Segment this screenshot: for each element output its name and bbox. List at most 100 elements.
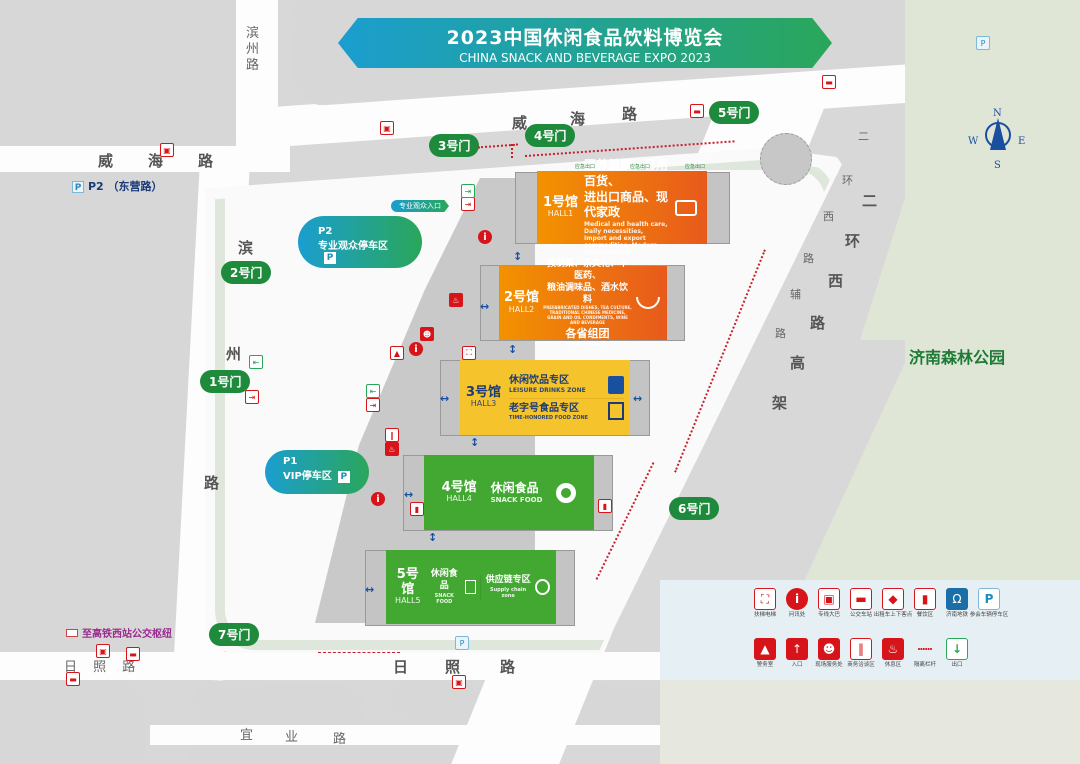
info-icon[interactable]: i (371, 492, 385, 506)
route-south-rail (318, 652, 400, 653)
road-label-binzhou-n1: 滨 (246, 26, 262, 41)
service-icon: ☻ (818, 638, 840, 660)
parking-icon: P (978, 588, 1000, 610)
legend-railing: ┅┅ 隔离栏杆 (900, 638, 950, 669)
gate-3[interactable]: 3号门 (429, 134, 480, 157)
info-icon[interactable]: i (478, 230, 492, 244)
rest-area-icon: ♨ (449, 293, 463, 307)
hall-5-zone-1-cn: 休闲食品 (430, 569, 458, 591)
legend: ⛶ 扶梯电梯 i 问讯处 ▣ 专线大巴 ▬ 公交车站 ◆ 出租车上下客点 ▮ 餐… (740, 588, 1080, 678)
hall-2-sub-en: Provincial cluster (567, 340, 608, 346)
legend-business: ‖ 商务洽谈区 (836, 638, 886, 669)
hall-3-zone-1-en: LEISURE DRINKS ZONE (509, 387, 586, 395)
hall-5-zone-1-en: SNACK FOOD (434, 592, 454, 605)
gate-1[interactable]: 1号门 (200, 370, 251, 393)
bus-stop-icon: ▬ (850, 588, 872, 610)
pro-visitor-entrance-label: 专业观众入口 (399, 202, 441, 210)
parking-p2-area[interactable]: P2 专业观众停车区P (298, 216, 422, 268)
rest-area-icon: ♨ (385, 442, 399, 456)
hall-1-zone-en-1: Medical and health care, Daily necessiti… (584, 220, 668, 235)
road-label-erhuan-6: 架 (772, 394, 790, 412)
road-label-binzhou-n3: 路 (246, 58, 262, 73)
emergency-exit-label: 应急出口 (684, 164, 705, 170)
gate-2[interactable]: 2号门 (221, 261, 272, 284)
entrance-icon: ⇥ (366, 398, 380, 412)
catering-icon: ▮ (598, 499, 612, 513)
compass-n: N (993, 108, 1002, 119)
hall-4-zone-cn: 休闲食品 (490, 480, 539, 495)
hall-2-zone-en-1: PREFABRICATED DISHES, TEA CULTURE, (543, 305, 632, 311)
hall-5-zone-2-cn: 供应链专区 (485, 575, 531, 586)
hall-4-zone-en: SNACK FOOD (490, 496, 543, 505)
gate-5[interactable]: 5号门 (709, 101, 760, 124)
connector-arrow: ↔ (365, 583, 375, 596)
compass-w: W (968, 136, 979, 147)
road-label-erhuan-aux-1: 二 (858, 130, 871, 143)
bus-stop-icon: ▬ (126, 647, 140, 661)
compass-icon: N S W E (968, 108, 1028, 176)
road-label-yiye-3: 路 (333, 732, 349, 747)
parking-p1-id: P1 (283, 456, 298, 467)
entrance-icon: ⇥ (245, 390, 259, 404)
emergency-exit-label: 应急出口 (575, 164, 596, 170)
rest-area-icon: ♨ (882, 638, 904, 660)
road-label-erhuan-aux-5: 辅 (790, 288, 803, 301)
connector-arrow: ↕ (428, 531, 438, 544)
block-nw (0, 0, 245, 145)
escalator-icon: ⛶ (462, 346, 476, 360)
time-honored-icon (608, 402, 624, 421)
legend-rest-area: ♨ 休息区 (868, 638, 918, 669)
bus-stop-icon: ▬ (822, 75, 836, 89)
south-east-area (660, 680, 1080, 764)
road-label-erhuan-aux-6: 路 (775, 327, 788, 340)
parking-icon: P (324, 252, 336, 264)
drinks-icon (608, 375, 624, 394)
forest-park-lower (800, 330, 1080, 590)
forest-park-label: 济南森林公园 (909, 348, 1006, 367)
hall-2-zone-cn-1: 预制菜、茶文化、中医药、 (547, 259, 629, 282)
block-sw (0, 680, 145, 764)
entrance-icon: ↑ (786, 638, 808, 660)
legend-escalator: ⛶ 扶梯电梯 (740, 588, 790, 619)
legend-police: ▲ 警务室 (740, 638, 790, 669)
hall-1-zone-cn-2: 进出口商品、现代家政 (584, 189, 669, 220)
shuttle-bus-icon: ▣ (452, 675, 466, 689)
shuttle-bus-icon: ▣ (160, 143, 174, 157)
legend-taxi: ◆ 出租车上下客点 (868, 588, 918, 619)
gate-7[interactable]: 7号门 (209, 623, 260, 646)
escalator-icon: ⛶ (754, 588, 776, 610)
legend-exit: ↓ 出口 (932, 638, 982, 669)
road-label-binzhou-n2: 州 (246, 42, 262, 57)
connector-arrow: ↕ (470, 436, 480, 449)
road-label-yiye-1: 宜 (240, 728, 256, 743)
gate-6[interactable]: 6号门 (669, 497, 720, 520)
railing-icon: ┅┅ (917, 642, 933, 656)
title-en: CHINA SNACK AND BEVERAGE EXPO 2023 (459, 51, 711, 65)
bus-stop-icon: ▬ (66, 672, 80, 686)
donut-icon (556, 482, 577, 503)
legend-service: ☻ 现场服务处 (804, 638, 854, 669)
compass-s: S (994, 160, 1001, 171)
emergency-exit-label: 应急出口 (629, 164, 650, 170)
parking-p2-id: P2 (318, 226, 333, 237)
hall-1-zone-cn-1: 医养健康、日用百货、 (584, 158, 669, 188)
road-label-erhuan-aux-2: 环 (842, 174, 855, 187)
legend-shuttle-bus: ▣ 专线大巴 (804, 588, 854, 619)
hall-2-zone-en-3: GRAIN AND OIL CONDIMENTS, WINE AND BEVER… (547, 314, 628, 325)
bus-hub-text: 至高铁西站公交枢纽 (82, 629, 172, 640)
info-icon[interactable]: i (409, 342, 423, 356)
gate-4[interactable]: 4号门 (525, 124, 576, 147)
hall1-emergency-exits: 应急出口 应急出口 应急出口 (575, 163, 705, 170)
parking-icon: P (72, 181, 84, 193)
legend-info: i 问讯处 (772, 588, 822, 619)
